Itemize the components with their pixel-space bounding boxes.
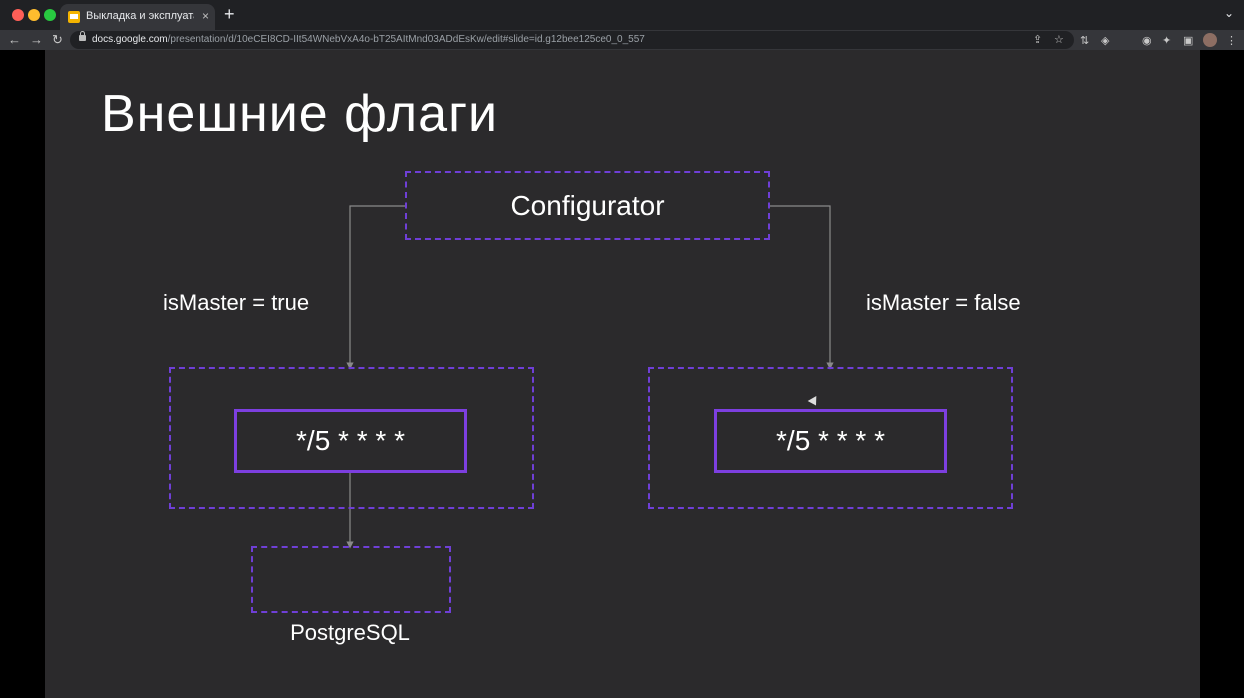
right-cron-box: */5 * * * *	[714, 409, 947, 473]
postgresql-label: PostgreSQL	[290, 620, 410, 645]
left-condition-label: isMaster = true	[163, 290, 310, 315]
lock-icon[interactable]	[79, 31, 86, 41]
extension-icon[interactable]: ⇅	[1080, 35, 1090, 47]
reload-icon[interactable]: ↻	[52, 32, 63, 47]
left-cron-label: */5 * * * *	[296, 425, 405, 456]
right-service-box	[648, 367, 1013, 509]
menu-icon[interactable]: ⋮	[1226, 35, 1237, 47]
browser-toolbar: ← → ↻ docs.google.com/presentation/d/10e…	[0, 30, 1244, 50]
configurator-box: Configurator	[405, 171, 770, 240]
url-text: docs.google.com/presentation/d/10eCEI8CD…	[92, 34, 645, 45]
connector-left	[346, 205, 405, 370]
extension-icon[interactable]: ◈	[1101, 35, 1110, 47]
right-condition-label: isMaster = false	[866, 290, 1021, 315]
slide: Внешние флаги Configurator isMaster = tr…	[45, 50, 1200, 698]
address-bar[interactable]: docs.google.com/presentation/d/10eCEI8CD…	[70, 31, 1074, 49]
slides-favicon-icon	[68, 11, 80, 23]
new-tab-button[interactable]: +	[224, 4, 235, 24]
url-path: /presentation/d/10eCEI8CD-IIt54WNebVxA4o…	[167, 34, 645, 45]
right-cron-label: */5 * * * *	[776, 425, 885, 456]
tab-close-icon[interactable]: ×	[201, 9, 209, 23]
connector-right	[770, 205, 834, 370]
tab-search-icon[interactable]: ⌄	[1223, 6, 1234, 20]
url-host: docs.google.com	[92, 34, 168, 45]
star-icon[interactable]: ☆	[1054, 34, 1064, 46]
sidebar-icon[interactable]: ▣	[1183, 35, 1194, 47]
avatar[interactable]	[1203, 33, 1217, 47]
left-cron-box: */5 * * * *	[234, 409, 467, 473]
close-window-button[interactable]	[12, 9, 24, 21]
postgresql-box	[251, 546, 451, 613]
slide-title: Внешние флаги	[101, 85, 499, 143]
extension-icon[interactable]: ◉	[1142, 35, 1152, 47]
forward-icon[interactable]: →	[30, 32, 43, 47]
browser-tab[interactable]: Выкладка и эксплуатация - G ×	[60, 4, 215, 30]
connector-lines	[346, 205, 834, 549]
configurator-label: Configurator	[510, 189, 665, 221]
browser-tab-strip: Выкладка и эксплуатация - G × + ⌄	[0, 0, 1244, 30]
tab-title: Выкладка и эксплуатация - G	[86, 10, 194, 22]
left-service-box	[169, 367, 534, 509]
maximize-window-button[interactable]	[44, 9, 56, 21]
presentation-viewport: Внешние флаги Configurator isMaster = tr…	[0, 50, 1244, 698]
share-icon[interactable]: ⇪	[1033, 34, 1043, 46]
puzzle-icon[interactable]: ✦	[1162, 35, 1172, 47]
back-icon[interactable]: ←	[8, 32, 21, 47]
minimize-window-button[interactable]	[28, 9, 40, 21]
